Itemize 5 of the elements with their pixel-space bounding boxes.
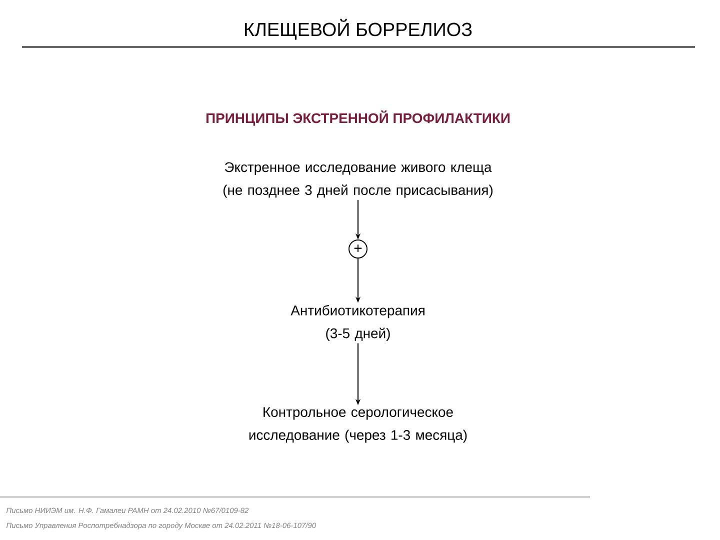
subtitle: ПРИНЦИПЫ ЭКСТРЕННОЙ ПРОФИЛАКТИКИ <box>206 110 510 126</box>
step-text: Экстренное исследование живого клеща (не позднее 3 дней после присасывания) <box>223 162 493 198</box>
title: КЛЕЩЕВОЙ БОРРЕЛИОЗ <box>245 18 472 40</box>
step-text: Антибиотикотерапия (3-5 дней) <box>290 304 424 341</box>
step-text: Контрольное серологическое исследование (через 1-3 месяца) <box>249 407 467 443</box>
